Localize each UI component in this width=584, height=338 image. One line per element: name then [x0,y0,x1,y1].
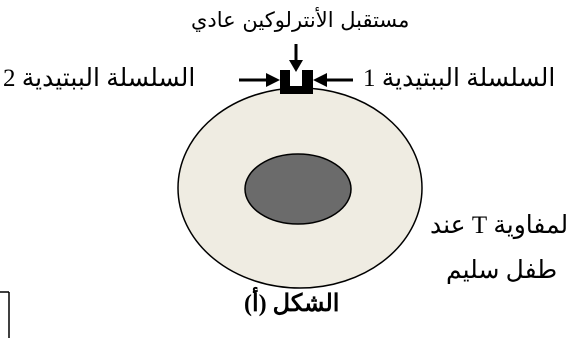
cell-label-line-1: لمفاوية T عند [430,212,569,239]
peptide-chain-2-shape [280,70,290,94]
interleukin-receptor [280,70,313,94]
frame-corner [0,291,10,338]
chain-2-label: السلسلة الببتيدية 2 [3,65,196,92]
chain-2-arrow [239,73,280,87]
cell-label-line-2: طفل سليم [446,257,558,284]
nucleus [244,153,352,225]
chain-1-label: السلسلة الببتيدية 1 [363,65,556,92]
receptor-label: مستقبل الأنترلوكين عادي [191,8,410,32]
chain-1-arrow [313,73,353,87]
figure-caption: الشكل (أ) [244,291,340,317]
receptor-base [280,86,313,94]
receptor-arrow [289,44,303,72]
peptide-chain-1-shape [302,70,313,94]
